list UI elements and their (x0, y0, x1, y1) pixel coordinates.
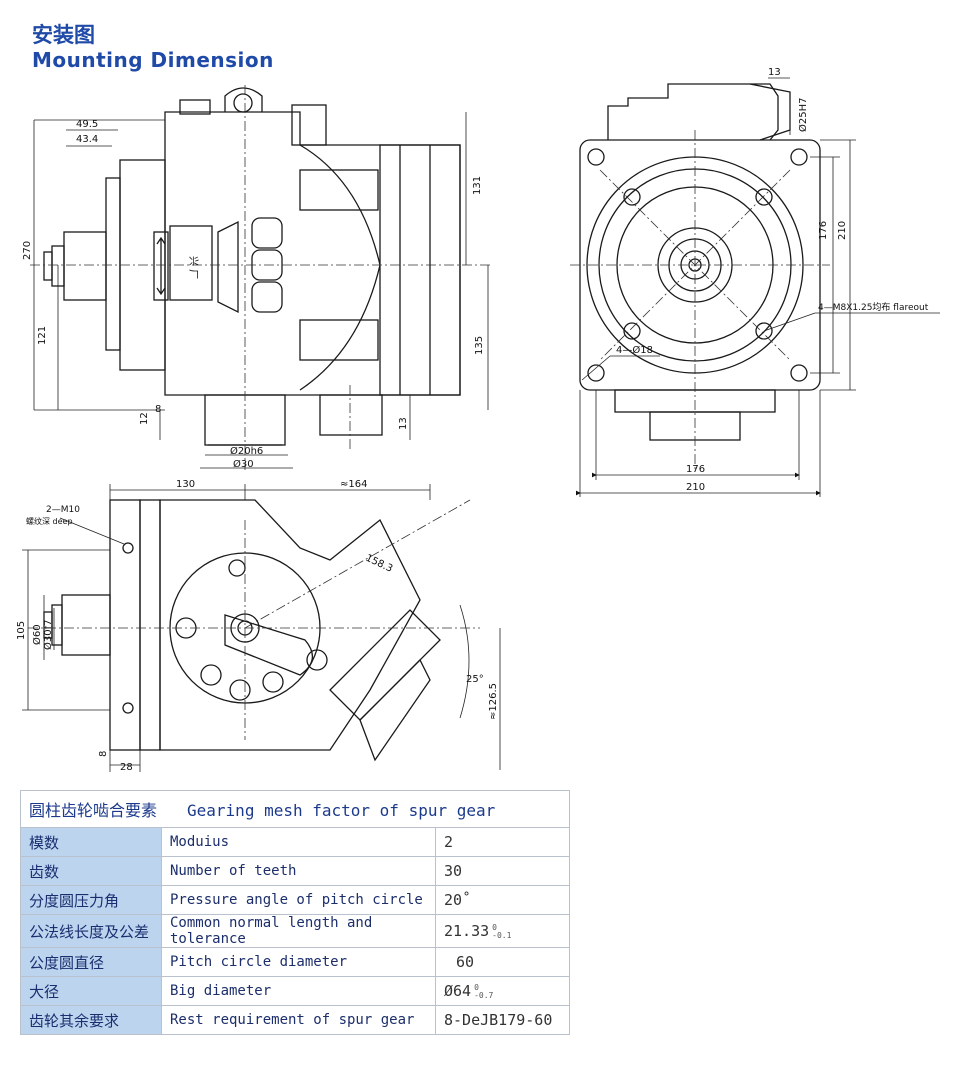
tolerance: 0-0.7 (474, 982, 494, 1000)
angled-view (43, 499, 441, 762)
row-label-en: Pressure angle of pitch circle (161, 885, 436, 915)
side-view (43, 87, 461, 446)
dim-25-degree: 25° (466, 674, 484, 685)
row-value: 30 (435, 856, 570, 886)
table-header-cn: 圆柱齿轮啮合要素 (29, 801, 158, 820)
row-label-cn: 模数 (20, 827, 162, 857)
angled-view-labels: 130 ≈164 158.3 105 Ø60 Ø30f7 25° ≈126.5 … (16, 479, 499, 773)
row-value: 60 (435, 947, 570, 977)
table-row: 齿轮其余要求 Rest requirement of spur gear 8-D… (20, 1005, 570, 1035)
dim-105: 105 (16, 621, 27, 640)
dim-43-4: 43.4 (76, 134, 98, 145)
side-view-dims (33, 112, 489, 469)
dim-135: 135 (474, 336, 485, 355)
dim-8-b: 8 (98, 751, 109, 757)
dim-60: Ø60 (31, 624, 43, 645)
dim-121: 121 (37, 326, 48, 345)
table-header-row: 圆柱齿轮啮合要素 Gearing mesh factor of spur gear (20, 790, 570, 828)
row-label-en: Rest requirement of spur gear (161, 1005, 436, 1035)
dim-49-5: 49.5 (76, 119, 98, 130)
dim-13-a: 13 (398, 417, 409, 430)
row-value: 20˚ (435, 885, 570, 915)
dim-30: Ø30 (233, 458, 254, 470)
row-label-cn: 齿轮其余要求 (20, 1005, 162, 1035)
dim-270: 270 (22, 241, 33, 260)
angled-view-centerlines (28, 499, 480, 740)
dim-25h7: Ø25H7 (797, 98, 809, 132)
callout-deep: 螺纹深 deep (26, 516, 73, 526)
dim-28: 28 (120, 762, 133, 773)
gear-spec-table: 圆柱齿轮啮合要素 Gearing mesh factor of spur gear… (20, 790, 570, 1035)
dim-8: 8 (155, 404, 161, 415)
mounting-drawing: 49.5 43.4 270 131 121 135 12 8 13 Ø20h6 … (16, 67, 940, 773)
front-view (579, 83, 821, 441)
row-label-cn: 公法线长度及公差 (20, 914, 162, 948)
table-row: 分度圆压力角 Pressure angle of pitch circle 20… (20, 885, 570, 915)
row-value: 8-DeJB179-60 (435, 1005, 570, 1035)
dim-13-b: 13 (768, 67, 781, 78)
callout-thread: 4—M8X1.25均布 flareout (818, 301, 929, 313)
front-view-centerlines (570, 130, 830, 470)
row-value: 2 (435, 827, 570, 857)
row-label-en: Common normal length and tolerance (161, 914, 436, 948)
angled-view-dims (22, 484, 501, 772)
dim-210-vertical: 210 (837, 221, 848, 240)
dim-12: 12 (139, 412, 150, 425)
row-label-cn: 齿数 (20, 856, 162, 886)
row-label-en: Number of teeth (161, 856, 436, 886)
row-label-en: Moduius (161, 827, 436, 857)
table-row: 齿数 Number of teeth 30 (20, 856, 570, 886)
row-label-cn: 大径 (20, 976, 162, 1006)
page-title-en: Mounting Dimension (32, 48, 274, 72)
page-title-block: 安装图 Mounting Dimension (32, 22, 274, 72)
dim-176-vertical: 176 (818, 221, 829, 240)
table-header-en: Gearing mesh factor of spur gear (187, 801, 496, 820)
table-row: 公法线长度及公差 Common normal length and tolera… (20, 914, 570, 948)
table-row: 公度圆直径 Pitch circle diameter 60 (20, 947, 570, 977)
table-row: 模数 Moduius 2 (20, 827, 570, 857)
dim-30f7: Ø30f7 (42, 620, 54, 650)
dim-20h6: Ø20h6 (230, 445, 263, 457)
dim-164: ≈164 (340, 479, 367, 490)
front-view-dims (576, 77, 940, 497)
tolerance: 0-0.1 (492, 922, 512, 940)
table-header: 圆柱齿轮啮合要素 Gearing mesh factor of spur gear (20, 790, 570, 828)
row-label-en: Pitch circle diameter (161, 947, 436, 977)
dim-130: 130 (176, 479, 195, 490)
dim-158-3: 158.3 (364, 553, 395, 575)
callout-holes-18: 4—Ø18 (616, 344, 653, 356)
page-title-cn: 安装图 (32, 23, 95, 47)
row-label-cn: 公度圆直径 (20, 947, 162, 977)
front-view-labels: 13 Ø25H7 176 210 176 210 4—Ø18 4—M8X1.25… (616, 67, 929, 493)
side-view-centerlines (30, 85, 490, 470)
plate-text: 兴 厂 (187, 256, 199, 279)
dim-126-5: ≈126.5 (488, 683, 499, 720)
callout-m10: 2—M10 (46, 505, 80, 515)
side-view-labels: 49.5 43.4 270 131 121 135 12 8 13 Ø20h6 … (22, 119, 485, 470)
dim-131: 131 (472, 176, 483, 195)
dim-210-horizontal: 210 (686, 482, 705, 493)
row-label-en: Big diameter (161, 976, 436, 1006)
dim-176-horizontal: 176 (686, 464, 705, 475)
row-label-cn: 分度圆压力角 (20, 885, 162, 915)
